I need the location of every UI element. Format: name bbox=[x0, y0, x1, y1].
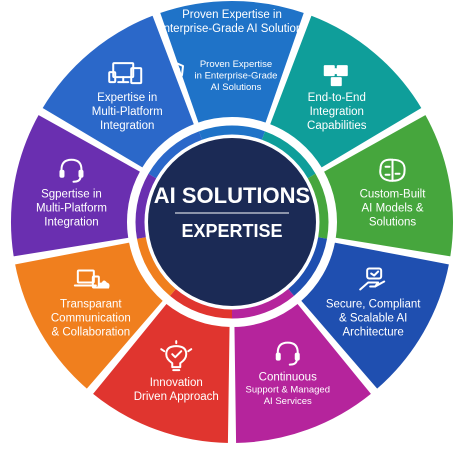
monitor-devices-icon bbox=[108, 62, 143, 85]
segment-wedge bbox=[12, 240, 166, 392]
center-ring-arc bbox=[307, 173, 329, 239]
segment-title-line: Capabilities bbox=[307, 120, 367, 132]
segment-title-line: Expertise in bbox=[97, 92, 157, 104]
segment-title-line: Sgpertise in bbox=[41, 189, 102, 201]
segment-wedge bbox=[232, 301, 374, 445]
center-ring-arc bbox=[288, 237, 328, 296]
segment-title-line: Proven Expertise in bbox=[182, 9, 282, 21]
headset-icon bbox=[59, 158, 84, 183]
wheel-segment: Custom-Built AI Models & Solutions bbox=[321, 112, 455, 259]
center-ring-arc bbox=[169, 288, 233, 319]
segment-title-line: & Scalable AI bbox=[339, 313, 407, 325]
segment-title-line: Multi-Platform bbox=[92, 106, 163, 118]
puzzle-icon bbox=[323, 65, 348, 87]
segment-title-line: Secure, Compliant bbox=[326, 299, 421, 311]
segment-wedge bbox=[39, 13, 197, 171]
segment-title-line: Integration bbox=[44, 217, 98, 229]
center-ring-arc bbox=[231, 288, 295, 319]
segment-title-line: Solutions bbox=[369, 217, 417, 229]
segment-body-line: AI Solutions bbox=[211, 82, 262, 93]
segment-title-line: Custom-Built bbox=[360, 189, 427, 201]
segment-title-line: End-to-End bbox=[308, 92, 366, 104]
segment-title-line: AI Models & bbox=[362, 203, 424, 215]
segment-title-line: Innovation bbox=[150, 377, 203, 389]
center-hub-circle bbox=[148, 138, 316, 306]
segment-title-line: Architecture bbox=[342, 327, 403, 339]
segment-title-line: Enterprise-Grade AI Solutions bbox=[156, 23, 308, 35]
segment-body-line: Proven Expertise bbox=[200, 59, 272, 70]
center-ring-arc bbox=[198, 125, 266, 140]
segment-wedge bbox=[321, 112, 455, 259]
segment-title-line: Multi-Platform bbox=[36, 203, 107, 215]
wheel-segment: Proven Expertise in Enterprise-Grade AI S… bbox=[156, 0, 308, 126]
segment-title-line: Integration bbox=[310, 106, 364, 118]
headset-icon bbox=[275, 341, 300, 366]
segment-wedge bbox=[9, 112, 143, 259]
secure-hand-icon bbox=[359, 267, 386, 291]
segment-wedge bbox=[157, 0, 307, 126]
wheel-segment: Secure, Compliant & Scalable AI Architectu… bbox=[298, 240, 452, 392]
segment-body-line: AI Services bbox=[264, 396, 312, 407]
lightbulb-check-icon bbox=[160, 340, 193, 372]
segment-body-line: in Enterprise-Grade bbox=[195, 71, 278, 82]
segment-title-line: Driven Approach bbox=[134, 391, 219, 403]
segment-title-line: Continuous bbox=[259, 372, 317, 384]
center-hub: AI SOLUTIONS EXPERTISE bbox=[148, 138, 316, 306]
devices-cloud-icon bbox=[73, 269, 110, 289]
center-ring-arc bbox=[148, 131, 203, 179]
segment-wedge bbox=[267, 13, 425, 171]
brain-circuit-icon bbox=[379, 158, 406, 182]
center-title: AI SOLUTIONS bbox=[154, 183, 310, 208]
center-subtitle: EXPERTISE bbox=[181, 221, 282, 241]
segment-title-line: Communication bbox=[51, 313, 131, 325]
segment-wedge bbox=[298, 240, 452, 392]
segment-title-line: Integration bbox=[100, 120, 154, 132]
center-ring-arc bbox=[135, 173, 157, 239]
segment-body-line: Support & Managed bbox=[245, 385, 330, 396]
wheel-segments: Proven Expertise in Enterprise-Grade AI S… bbox=[9, 0, 455, 445]
center-ring-arc bbox=[261, 131, 316, 179]
center-ring-arc bbox=[136, 237, 176, 296]
segment-wedge bbox=[90, 301, 232, 445]
segment-title-line: Transparant bbox=[60, 299, 122, 311]
segment-title-line: & Collaboration bbox=[52, 327, 131, 339]
